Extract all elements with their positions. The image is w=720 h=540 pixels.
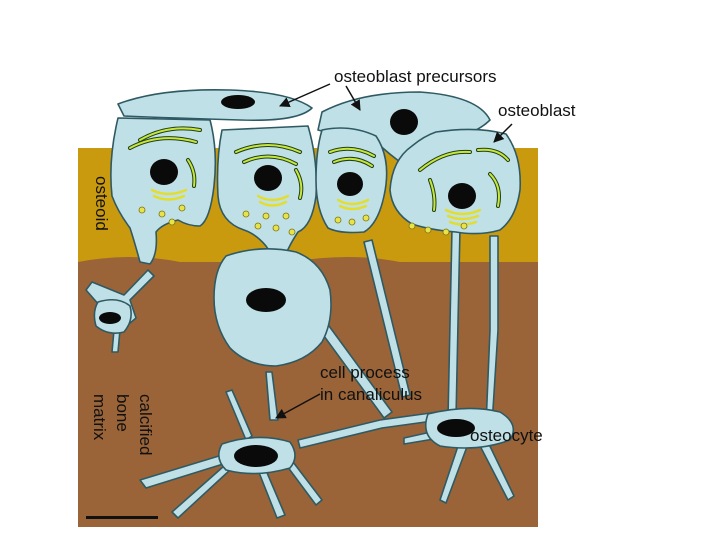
label-matrix: matrix: [90, 394, 109, 441]
nucleus-icon: [221, 95, 255, 109]
nucleus-icon: [390, 109, 418, 135]
label-cell-process-line2: in canaliculus: [320, 385, 422, 404]
nucleus-icon: [246, 288, 286, 312]
label-osteocyte: osteocyte: [470, 426, 543, 445]
label-cell-process-line1: cell process: [320, 363, 410, 382]
nucleus-icon: [150, 159, 178, 185]
nucleus-icon: [99, 312, 121, 324]
label-calcified: calcified: [136, 394, 155, 455]
label-osteoblast-precursors: osteoblast precursors: [334, 67, 497, 86]
nucleus-icon: [234, 445, 278, 467]
nucleus-icon: [337, 172, 363, 196]
nucleus-icon: [254, 165, 282, 191]
label-osteoblast: osteoblast: [498, 101, 576, 120]
label-bone: bone: [113, 394, 132, 432]
nucleus-icon: [448, 183, 476, 209]
label-osteoid: osteoid: [92, 176, 111, 231]
scale-bar: [86, 516, 158, 519]
